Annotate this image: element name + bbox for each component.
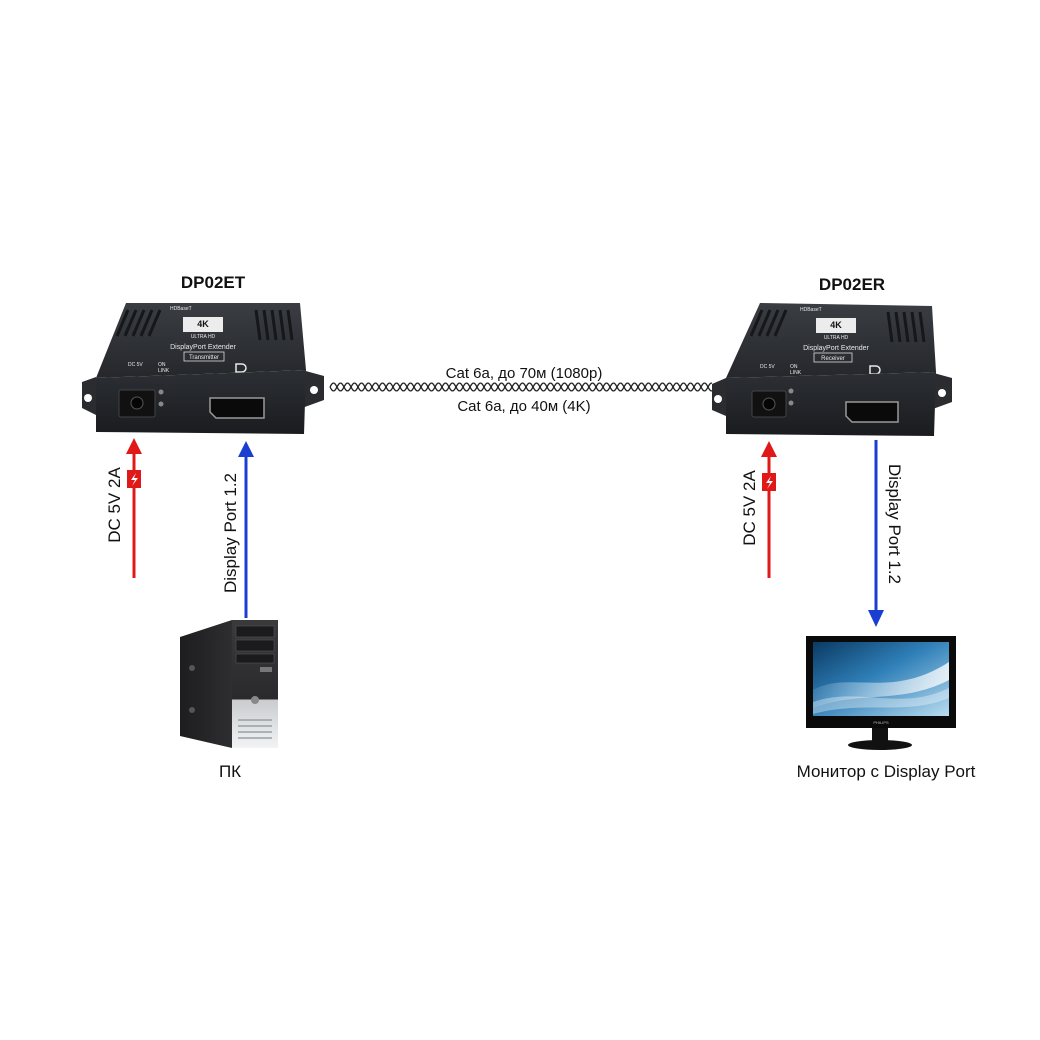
pc-drive-bay xyxy=(235,639,275,652)
receiver-dp-port xyxy=(845,401,899,423)
cable-strand-b xyxy=(329,382,712,392)
pc-drive-bay xyxy=(235,625,275,638)
power-label-left: DC 5V 2A xyxy=(105,467,124,543)
pc-drive-bay xyxy=(235,653,275,664)
receiver-led-link: LINK xyxy=(790,370,802,376)
transmitter-dp-port xyxy=(209,397,265,419)
transmitter-screw-hole xyxy=(310,386,318,394)
pc-front xyxy=(232,620,278,748)
cable-spec-4k: Cat 6a, до 40м (4K) xyxy=(457,398,590,415)
receiver-device: DP02ER HDBaseT 4K ULTRA HD DisplayPort E… xyxy=(712,275,952,436)
receiver-brand: HDBaseT xyxy=(800,307,822,313)
monitor-brand: PHILIPS xyxy=(873,720,889,725)
transmitter-product-name: DisplayPort Extender xyxy=(170,344,236,351)
transmitter-screw-hole xyxy=(84,394,92,402)
pc-caption: ПК xyxy=(219,762,241,781)
video-in-arrow-head xyxy=(238,441,254,457)
monitor-neck xyxy=(872,728,888,742)
receiver-role-box xyxy=(813,352,853,363)
receiver-product-name: DisplayPort Extender xyxy=(803,345,869,352)
transmitter-vent-right xyxy=(254,309,294,341)
power-label-right: DC 5V 2A xyxy=(740,470,759,546)
video-in-label: Display Port 1.2 xyxy=(221,473,240,593)
receiver-led-on: ON xyxy=(790,364,798,370)
receiver-model-label: DP02ER xyxy=(819,275,885,294)
monitor-wallpaper-wave xyxy=(813,662,949,708)
power-arrow-right-head xyxy=(761,441,777,457)
transmitter-led xyxy=(158,401,164,407)
pc-fan-vent xyxy=(189,707,195,713)
pc-power-button-icon xyxy=(251,696,259,704)
video-in-arrow: Display Port 1.2 xyxy=(221,441,254,618)
receiver-vent-left xyxy=(749,309,788,337)
transmitter-led xyxy=(158,389,164,395)
cable-spec-1080p: Cat 6a, до 70м (1080p) xyxy=(446,365,603,382)
cat6-cable xyxy=(329,382,712,392)
receiver-top xyxy=(726,303,936,378)
transmitter-vent-left xyxy=(115,309,162,337)
transmitter-dp-logo-icon xyxy=(235,363,247,373)
power-arrow-left-head xyxy=(126,438,142,454)
receiver-led xyxy=(788,400,794,406)
pc-fan-vent xyxy=(189,665,195,671)
receiver-screw-hole xyxy=(714,395,722,403)
transmitter-brand: HDBaseT xyxy=(170,306,192,312)
pc-grill xyxy=(238,719,272,739)
lightning-icon xyxy=(131,473,138,486)
receiver-4k-badge xyxy=(816,318,856,333)
transmitter-led-link: LINK xyxy=(158,368,170,374)
transmitter-ultrahd: ULTRA HD xyxy=(191,334,216,340)
pc-side xyxy=(180,620,232,748)
pc-tower-icon: ПК xyxy=(180,620,278,781)
pc-floppy xyxy=(260,667,272,672)
transmitter-led-on: ON xyxy=(158,362,166,368)
cable-strand-a xyxy=(329,382,712,392)
receiver-dc-jack-hole xyxy=(762,397,776,411)
transmitter-led-dc: DC 5V xyxy=(128,362,143,368)
receiver-ultrahd: ULTRA HD xyxy=(824,335,849,341)
receiver-role: Receiver xyxy=(821,356,845,362)
transmitter-model-label: DP02ET xyxy=(181,273,246,292)
receiver-led-dc: DC 5V xyxy=(760,364,775,370)
receiver-vent-right xyxy=(886,311,926,343)
receiver-4k-badge-text: 4K xyxy=(830,320,842,330)
transmitter-dc-jack-hole xyxy=(130,396,144,410)
transmitter-4k-badge-text: 4K xyxy=(197,319,209,329)
transmitter-role: Transmitter xyxy=(189,355,219,361)
monitor-icon: PHILIPS Монитор с Display Port xyxy=(797,636,976,781)
power-arrow-left: DC 5V 2A xyxy=(105,438,142,578)
receiver-screw-hole xyxy=(938,389,946,397)
monitor-caption: Монитор с Display Port xyxy=(797,762,976,781)
monitor-wallpaper-wave xyxy=(813,688,949,714)
video-out-arrow: Display Port 1.2 xyxy=(868,440,904,627)
transmitter-role-box xyxy=(183,351,225,362)
monitor-stand xyxy=(848,740,912,750)
video-out-label: Display Port 1.2 xyxy=(885,464,904,584)
video-out-arrow-head xyxy=(868,610,884,627)
transmitter-device: DP02ET HDBaseT 4K ULTRA HD DisplayPort E… xyxy=(82,273,324,434)
receiver-led xyxy=(788,388,794,394)
power-arrow-right: DC 5V 2A xyxy=(740,441,777,578)
transmitter-4k-badge xyxy=(183,317,223,332)
lightning-icon xyxy=(766,476,773,489)
